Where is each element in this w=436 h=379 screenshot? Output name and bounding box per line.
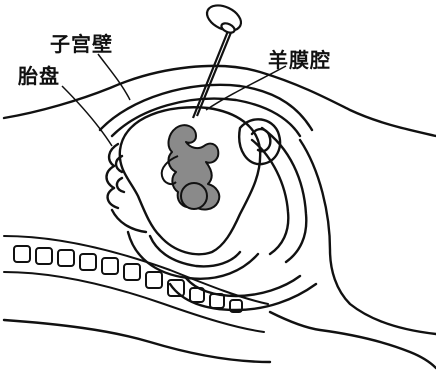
placenta-fold-2 xyxy=(107,166,115,188)
label-placenta: 胎盘 xyxy=(18,60,60,89)
back-contour xyxy=(270,312,436,368)
bottom-contour xyxy=(4,320,270,362)
fetus xyxy=(162,125,220,209)
leader-uterine-wall xyxy=(98,54,130,100)
uterine-wall-posterior-inner xyxy=(252,140,288,254)
label-uterine-wall: 子宫壁 xyxy=(50,28,113,57)
placenta-fold-3 xyxy=(108,188,118,208)
fetus-head xyxy=(181,183,207,209)
label-amniotic-cavity: 羊膜腔 xyxy=(268,44,331,73)
lower-body-contour xyxy=(300,140,436,334)
uterine-wall-inner xyxy=(112,99,300,136)
leader-placenta xyxy=(62,86,112,146)
placenta-base xyxy=(112,210,146,232)
placenta-fold-5 xyxy=(117,178,124,192)
